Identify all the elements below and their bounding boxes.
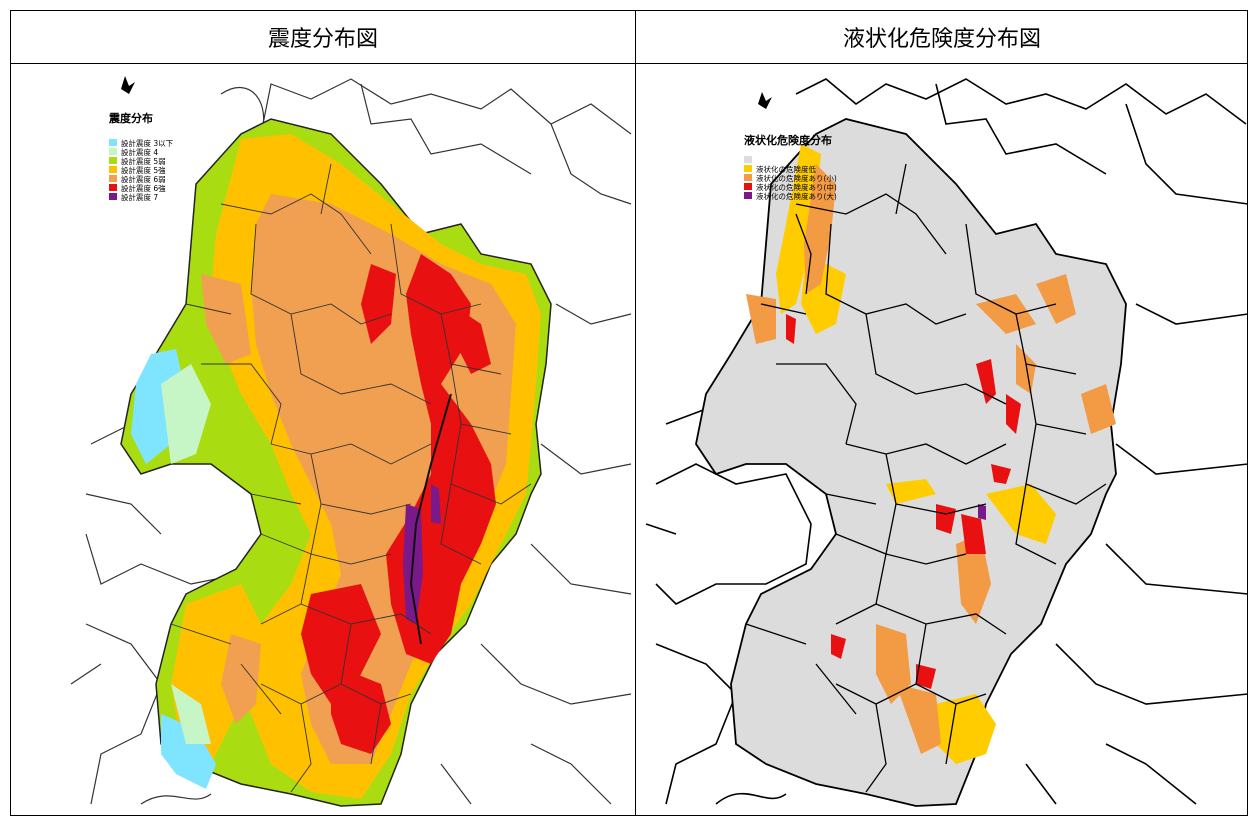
legend-label-6: 設計震度 6強 bbox=[121, 183, 166, 193]
neighbor-boundaries bbox=[645, 78, 1248, 805]
north-arrow-icon bbox=[758, 92, 772, 109]
railway-line bbox=[409, 393, 452, 645]
legend-label-5: 設計震度 6弱 bbox=[121, 174, 166, 184]
seismic-map-title: 震度分布図 bbox=[267, 27, 378, 52]
legend-swatch-1 bbox=[744, 156, 752, 163]
legend-title: 震度分布 bbox=[108, 111, 153, 125]
liquefaction-map-title: 液状化危険度分布図 bbox=[842, 27, 1041, 52]
figure-table: 震度分布図 液状化危険度分布図 bbox=[10, 10, 1248, 816]
legend-label-5: 液状化の危険度あり(大) bbox=[756, 191, 837, 201]
legend-label-4: 設計震度 5強 bbox=[121, 165, 166, 175]
legend-label-3: 設計震度 5弱 bbox=[121, 156, 166, 166]
liquefaction-risk-map: 液状化危険度分布 液状化の危険度低 液状化の危険度あり(小) 液状化の危険度あり… bbox=[636, 64, 1248, 816]
liquefaction-low-area bbox=[776, 144, 1056, 764]
column-divider bbox=[635, 11, 636, 815]
liquefaction-legend: 液状化の危険度低 液状化の危険度あり(小) 液状化の危険度あり(中) 液状化の危… bbox=[744, 156, 837, 201]
legend-swatch-2 bbox=[744, 165, 752, 172]
municipal-boundaries bbox=[745, 163, 1107, 793]
legend-swatch-3 bbox=[109, 157, 117, 164]
legend-swatch-1 bbox=[109, 139, 117, 146]
liquefaction-large-area bbox=[978, 504, 986, 520]
legend-swatch-7 bbox=[109, 193, 117, 200]
legend-swatch-2 bbox=[109, 148, 117, 155]
legend-label-1: 設計震度 3以下 bbox=[121, 138, 174, 148]
legend-swatch-4 bbox=[744, 183, 752, 190]
liquefaction-medium-area bbox=[786, 314, 1021, 689]
legend-swatch-3 bbox=[744, 174, 752, 181]
legend-label-3: 液状化の危険度あり(小) bbox=[756, 173, 837, 183]
liquefaction-small-area bbox=[746, 164, 1116, 754]
north-arrow-icon bbox=[121, 76, 135, 94]
legend-label-7: 設計震度 7 bbox=[121, 192, 158, 202]
seismic-intensity-map: 震度分布 設計震度 3以下 設計震度 4 設計震度 5弱 設計震度 5強 設計震… bbox=[11, 64, 635, 816]
legend-swatch-5 bbox=[109, 175, 117, 182]
legend-label-2: 設計震度 4 bbox=[121, 147, 158, 157]
legend-swatch-6 bbox=[109, 184, 117, 191]
intensity-low-area bbox=[131, 349, 216, 789]
legend-label-2: 液状化の危険度低 bbox=[756, 164, 816, 174]
legend-label-4: 液状化の危険度あり(中) bbox=[756, 182, 837, 192]
legend-swatch-4 bbox=[109, 166, 117, 173]
header-divider bbox=[11, 63, 1247, 64]
legend-title: 液状化危険度分布 bbox=[744, 133, 832, 147]
legend-swatch-5 bbox=[744, 192, 752, 199]
seismic-legend: 設計震度 3以下 設計震度 4 設計震度 5弱 設計震度 5強 設計震度 6弱 … bbox=[109, 138, 174, 202]
municipal-boundaries bbox=[170, 163, 532, 793]
